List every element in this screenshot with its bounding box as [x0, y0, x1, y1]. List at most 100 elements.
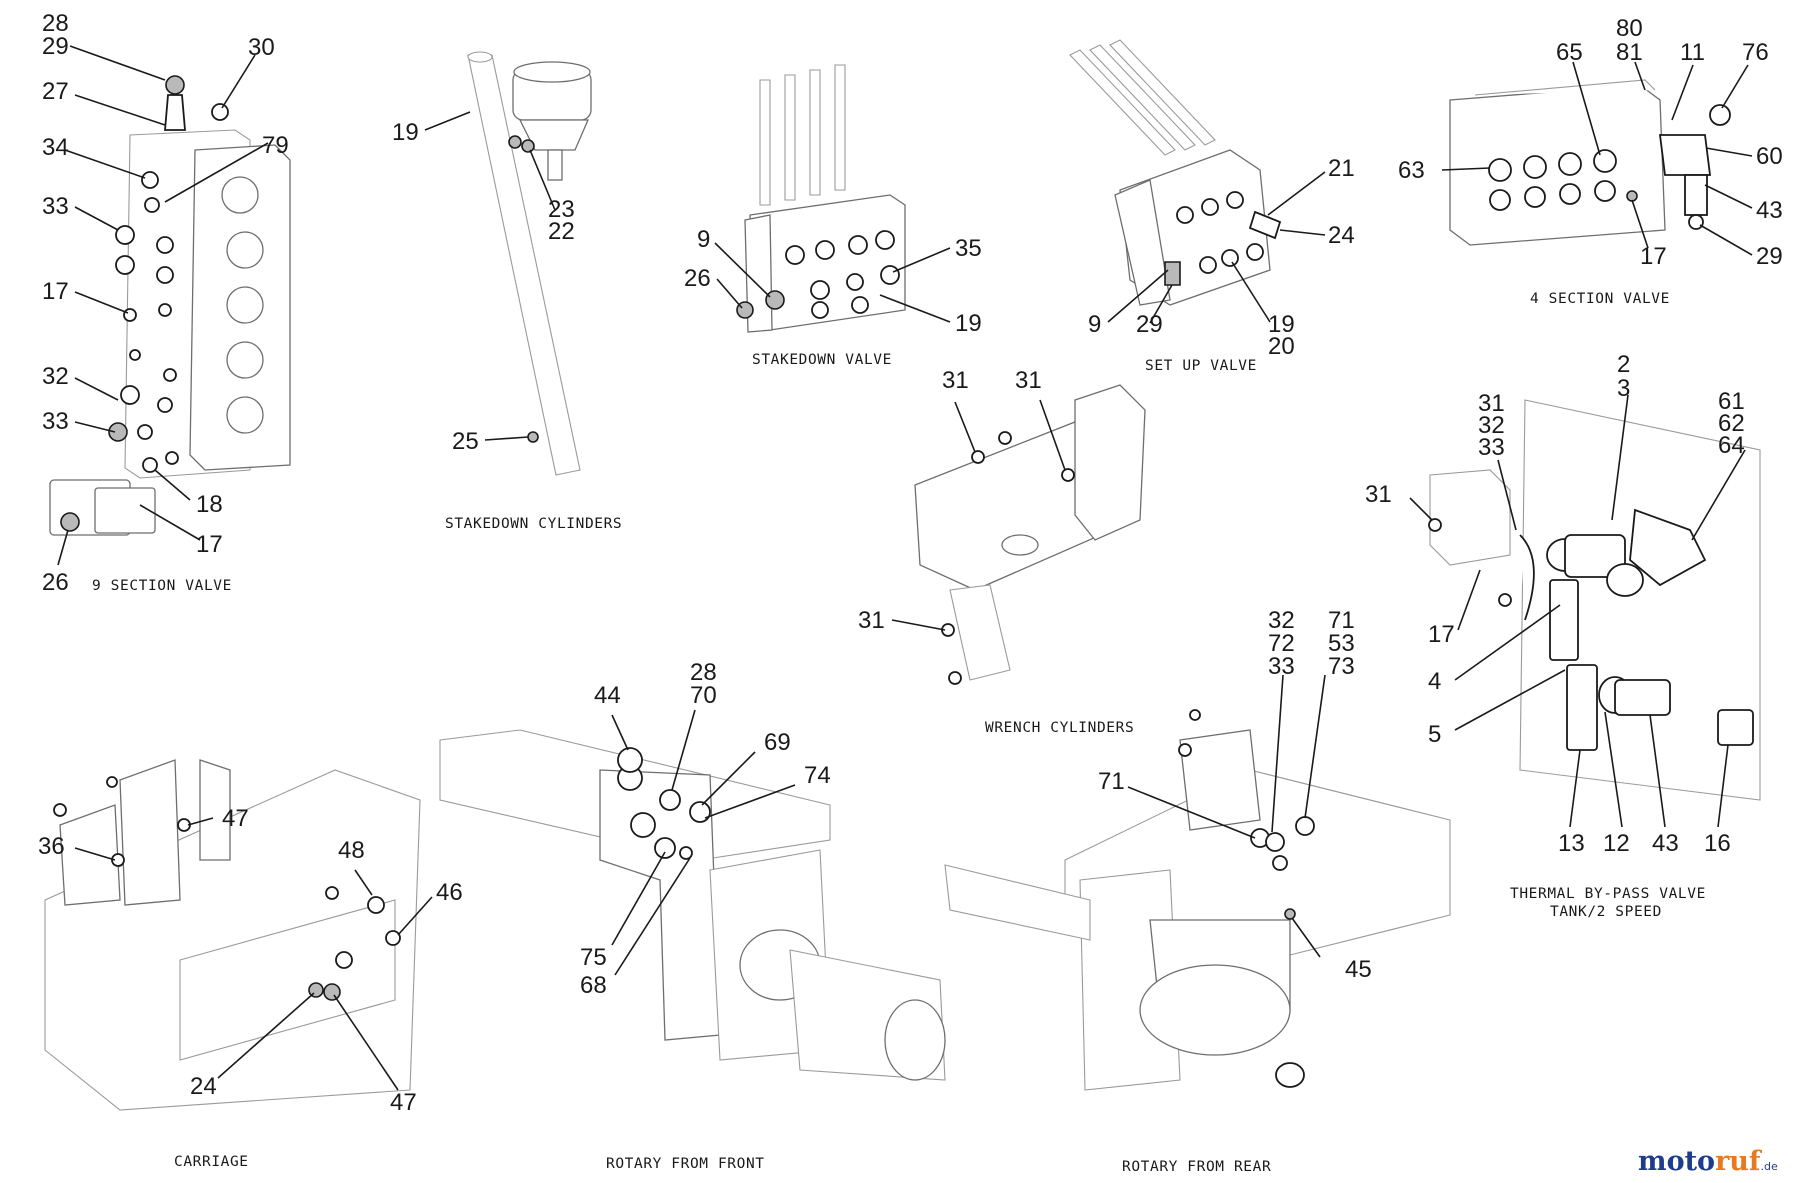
callout: 47 — [390, 1089, 417, 1116]
caption-nine-section-valve: 9 SECTION VALVE — [92, 578, 232, 594]
callout: 33 — [42, 193, 69, 220]
caption-stakedown-valve: STAKEDOWN VALVE — [752, 352, 892, 368]
callout: 71 — [1328, 607, 1355, 634]
callout: 19 — [955, 310, 982, 337]
callout: 31 — [1365, 481, 1392, 508]
svg-text:motoruf.de: motoruf.de — [1638, 1146, 1778, 1177]
callouts-stakedown-valve: 9 26 35 19 — [684, 226, 982, 337]
callout: 44 — [594, 682, 621, 709]
callout: 45 — [1345, 956, 1372, 983]
thermal-by-pass-valve-drawing — [1428, 399, 1761, 801]
callout: 61 — [1718, 388, 1745, 415]
callouts-rotary-front: 44 28 70 69 74 75 68 — [580, 659, 831, 999]
callout: 29 — [1136, 311, 1163, 338]
callout: 17 — [196, 531, 223, 558]
callout: 17 — [1640, 243, 1667, 270]
callout: 76 — [1742, 39, 1769, 66]
leader-lines — [57, 45, 1753, 1091]
callout: 81 — [1616, 39, 1643, 66]
callout: 17 — [1428, 621, 1455, 648]
callout: 72 — [1268, 630, 1295, 657]
callout: 36 — [38, 833, 65, 860]
callout: 33 — [42, 408, 69, 435]
callout: 31 — [1478, 390, 1505, 417]
callouts-wrench-cylinders: 31 31 31 — [858, 367, 1042, 634]
callout: 65 — [1556, 39, 1583, 66]
caption-thermal-line1: THERMAL BY-PASS VALVE — [1510, 886, 1706, 902]
callout: 46 — [436, 879, 463, 906]
callout: 31 — [1015, 367, 1042, 394]
callout: 71 — [1098, 768, 1125, 795]
callouts-rotary-rear: 32 72 33 71 53 73 71 45 — [1098, 607, 1372, 983]
callout: 80 — [1616, 15, 1643, 42]
caption-four-section-valve: 4 SECTION VALVE — [1530, 291, 1670, 307]
callout: 5 — [1428, 721, 1441, 748]
callout: 68 — [580, 972, 607, 999]
callout: 16 — [1704, 830, 1731, 857]
rotary-front-drawing — [439, 729, 946, 1081]
rotary-rear-drawing — [944, 709, 1451, 1091]
callout: 19 — [1268, 311, 1295, 338]
callout: 29 — [1756, 243, 1783, 270]
caption-rotary-front: ROTARY FROM FRONT — [606, 1156, 765, 1172]
callout: 24 — [190, 1073, 217, 1100]
callouts-carriage: 47 36 48 46 24 47 — [38, 805, 463, 1116]
callout: 21 — [1328, 155, 1355, 182]
callout: 34 — [42, 134, 69, 161]
callout: 2 — [1617, 351, 1630, 378]
four-section-valve-drawing — [1449, 79, 1731, 246]
callout: 70 — [690, 682, 717, 709]
caption-rotary-rear: ROTARY FROM REAR — [1122, 1159, 1271, 1175]
carriage-drawing — [44, 759, 421, 1111]
callout: 13 — [1558, 830, 1585, 857]
stakedown-cylinders-drawing — [467, 51, 592, 476]
stakedown-valve-drawing — [736, 64, 906, 333]
callout: 69 — [764, 729, 791, 756]
callout: 74 — [804, 762, 831, 789]
callout: 26 — [42, 569, 69, 596]
callout: 30 — [248, 34, 275, 61]
callout: 43 — [1652, 830, 1679, 857]
callout: 12 — [1603, 830, 1630, 857]
callout: 33 — [1268, 653, 1295, 680]
callout: 25 — [452, 428, 479, 455]
callouts-four-section-valve: 80 81 65 11 76 63 60 43 17 29 — [1398, 15, 1783, 270]
callout: 48 — [338, 837, 365, 864]
callout: 60 — [1756, 143, 1783, 170]
caption-carriage: CARRIAGE — [174, 1154, 249, 1170]
watermark-part1: moto — [1638, 1146, 1715, 1177]
callout: 32 — [1268, 607, 1295, 634]
callout: 32 — [1478, 412, 1505, 439]
callout: 11 — [1680, 39, 1705, 66]
callout: 22 — [548, 218, 575, 245]
callout: 43 — [1756, 197, 1783, 224]
callout: 33 — [1478, 434, 1505, 461]
callout: 79 — [262, 132, 289, 159]
nine-section-valve-drawing — [49, 75, 291, 536]
watermark-part2: ruf — [1715, 1146, 1763, 1177]
callouts-set-up-valve: 21 24 9 29 19 20 — [1088, 155, 1355, 360]
callout: 27 — [42, 78, 69, 105]
callout: 9 — [697, 226, 710, 253]
callout: 28 — [690, 659, 717, 686]
callout: 73 — [1328, 653, 1355, 680]
callout: 19 — [392, 119, 419, 146]
watermark-logo: motoruf.de — [1638, 1146, 1778, 1177]
callout: 17 — [42, 278, 69, 305]
callouts-stakedown-cylinders: 19 23 22 25 — [392, 119, 575, 455]
callout: 32 — [42, 363, 69, 390]
caption-wrench-cylinders: WRENCH CYLINDERS — [985, 720, 1134, 736]
callout: 75 — [580, 944, 607, 971]
callout: 9 — [1088, 311, 1101, 338]
callout: 62 — [1718, 410, 1745, 437]
callout: 64 — [1718, 432, 1745, 459]
callout: 24 — [1328, 222, 1355, 249]
wrench-cylinders-drawing — [914, 384, 1146, 685]
callout: 31 — [858, 607, 885, 634]
callout: 26 — [684, 265, 711, 292]
callout: 31 — [942, 367, 969, 394]
callout: 29 — [42, 33, 69, 60]
callout: 35 — [955, 235, 982, 262]
caption-stakedown-cylinders: STAKEDOWN CYLINDERS — [445, 516, 622, 532]
